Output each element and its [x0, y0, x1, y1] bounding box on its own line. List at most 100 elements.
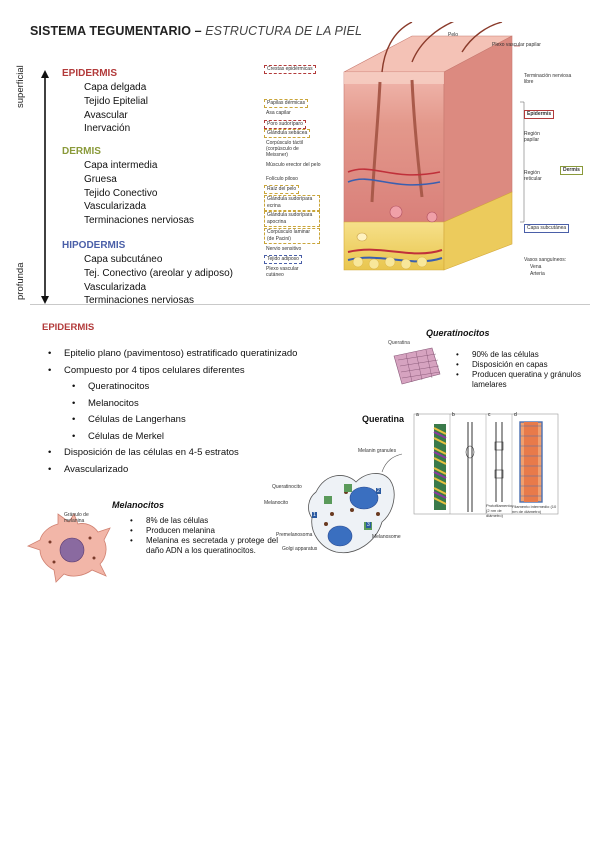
list-item: Tejido Epitelial — [84, 95, 148, 107]
list-item: Compuesto por 4 tipos celulares diferent… — [42, 363, 297, 380]
label-queratinocito-diagram: Queratinocito — [272, 484, 302, 490]
label-capa-subcutanea: Capa subcutánea — [524, 224, 570, 233]
label-musculo-erector: Músculo erector del pelo — [266, 162, 321, 168]
list-item: Producen melanina — [124, 526, 278, 536]
title-separator: – — [191, 24, 206, 38]
granulo-melanina-label: Gránulo de melanina — [64, 512, 89, 524]
label-papilas: Papilas dérmicas — [264, 99, 309, 108]
melanocitos-title: Melanocitos — [112, 500, 165, 510]
caption-filamento-intermedio: Filamento intermedio (10 nm de diámetro) — [512, 504, 557, 514]
queratina-small-label: Queratina — [388, 340, 410, 346]
list-item: Terminaciones nerviosas — [84, 215, 195, 227]
label-sudoripara-ecrina: Glándula sudorípara ecrina — [264, 195, 320, 211]
list-item: Disposición en capas — [450, 360, 596, 370]
list-item: Avascularizado — [42, 462, 297, 479]
label-melanocito-diagram: Melanocito — [264, 500, 289, 506]
step-number: 2 — [376, 488, 381, 494]
layer-epidermis: EPIDERMIS Capa delgada Tejido Epitelial … — [62, 68, 148, 136]
label-foliculo: Folículo piloso — [266, 176, 298, 182]
label-plexo-cutaneo: Plexo vascular cutáneo — [266, 266, 299, 278]
label-tejido-adiposo: Tejido adiposo — [264, 255, 302, 264]
list-item: Epitelio plano (pavimentoso) estratifica… — [42, 346, 297, 363]
skin-block-illustration — [343, 22, 525, 271]
label-terminacion-libre: Terminación nerviosa libre — [524, 73, 572, 85]
list-item: Células de Langerhans — [42, 412, 297, 429]
label-corpusculo-tactil: Corpúsculo táctil (corpúsculo de Meissne… — [266, 140, 303, 158]
list-item: Vascularizada — [84, 281, 147, 293]
list-item: Células de Merkel — [42, 429, 297, 446]
skin-structure-diagram: Crestas epidérmicas Papilas dérmicas Asa… — [262, 22, 594, 294]
list-item: Queratinocitos — [42, 379, 297, 396]
layer-dermis: DERMIS Capa intermedia Gruesa Tejido Con… — [62, 146, 194, 228]
melanocyte-keratinocyte-diagram: Melanocito Queratinocito Premelanosoma G… — [264, 448, 410, 566]
caption-protofilamento: Protofilamento (2 nm de diámetro) — [486, 503, 512, 518]
melanocyte-illustration — [308, 453, 403, 554]
label-raiz-pelo: Raíz del pelo — [264, 185, 300, 194]
label-pelo: Pelo — [448, 32, 459, 38]
list-item: Melanina es secretada y protege del daño… — [124, 536, 278, 556]
list-item: 90% de las células — [450, 350, 596, 360]
label-sudoripara-apocrina: Glándula sudorípara apocrina — [264, 211, 320, 227]
list-item: Inervación — [84, 123, 131, 135]
label-region-reticular: Región reticular — [524, 170, 542, 182]
list-item: Capa delgada — [84, 82, 147, 93]
layer-hipodermis: HIPODERMIS Capa subcutáneo Tej. Conectiv… — [62, 240, 233, 308]
queratinocito-image: Queratina — [384, 340, 444, 390]
step-number: 1 — [312, 512, 317, 518]
layer-dermis-title: DERMIS — [62, 146, 101, 157]
list-item: Producen queratina y gránulos lamelares — [450, 370, 596, 390]
queratinocito-illustration — [393, 347, 441, 385]
melanocito-cell-illustration — [26, 513, 111, 583]
epidermis-heading: EPIDERMIS — [42, 322, 95, 333]
panel-label: c — [488, 412, 491, 418]
epidermis-bullets: Epitelio plano (pavimentoso) estratifica… — [42, 346, 297, 478]
label-vena: Vena — [530, 264, 542, 270]
label-arteria: Arteria — [530, 271, 545, 277]
label-epidermis-right: Epidermis — [524, 110, 555, 119]
list-item: Melanocitos — [42, 396, 297, 413]
melanocito-image: Gránulo de melanina — [24, 512, 114, 584]
label-nervio: Nervio sensitivo — [266, 246, 302, 252]
list-item: Gruesa — [84, 173, 117, 185]
queratina-figure: a b c d Protofilamento (2 nm de diámetro… — [412, 412, 560, 526]
queratinocitos-title: Queratinocitos — [426, 328, 490, 338]
layer-epidermis-title: EPIDERMIS — [62, 68, 118, 79]
list-item: Disposición de las células en 4-5 estrat… — [42, 445, 297, 462]
label-plexo-papilar: Plexo vascular papilar — [492, 42, 541, 48]
list-item: Terminaciones nerviosas — [84, 295, 195, 307]
panel-label: a — [416, 412, 419, 418]
label-dermis-right: Dermis — [560, 166, 583, 175]
list-item: Avascular — [84, 109, 128, 121]
step-number: 3 — [366, 522, 371, 528]
label-premelanosoma: Premelanosoma — [276, 532, 313, 538]
label-crestas: Crestas epidérmicas — [264, 65, 316, 74]
label-poro: Poro sudoríparo — [264, 120, 306, 129]
panel-label: d — [514, 412, 517, 418]
list-item: Capa intermedia — [84, 160, 158, 171]
label-glandula-sebacea: Glándula sebácea — [264, 129, 311, 138]
axis-top-label: superficial — [15, 65, 26, 108]
label-region-papilar: Región papilar — [524, 131, 540, 143]
section-divider — [30, 304, 590, 305]
list-item: Vascularizada — [84, 201, 147, 213]
depth-arrow — [41, 70, 49, 304]
queratinocitos-bullets: 90% de las células Disposición en capas … — [450, 350, 596, 390]
label-vasos: Vasos sanguíneos: — [524, 257, 567, 263]
label-melanin-granules: Melanin granules — [358, 448, 397, 454]
label-melanosome: Melanosome — [372, 534, 401, 540]
layer-hipodermis-title: HIPODERMIS — [62, 240, 126, 251]
keratin-filament-illustration — [413, 413, 559, 515]
list-item: Capa subcutáneo — [84, 254, 163, 265]
panel-label: b — [452, 412, 455, 418]
list-item: Tej. Conectivo (areolar y adiposo) — [84, 267, 233, 279]
label-golgi: Golgi apparatus — [282, 546, 318, 552]
page-title: SISTEMA TEGUMENTARIO – ESTRUCTURA DE LA … — [30, 24, 362, 38]
label-asa-capilar: Asa capilar — [266, 110, 291, 116]
label-pacini: Corpúsculo laminar (de Pacini) — [264, 228, 320, 244]
axis-bottom-label: profunda — [15, 262, 26, 300]
list-item: 8% de las células — [124, 516, 278, 526]
queratina-label: Queratina — [362, 414, 405, 424]
title-subtitle: ESTRUCTURA DE LA PIEL — [205, 24, 362, 38]
list-item: Tejido Conectivo — [84, 187, 158, 199]
melanocitos-bullets: 8% de las células Producen melanina Mela… — [124, 516, 278, 556]
